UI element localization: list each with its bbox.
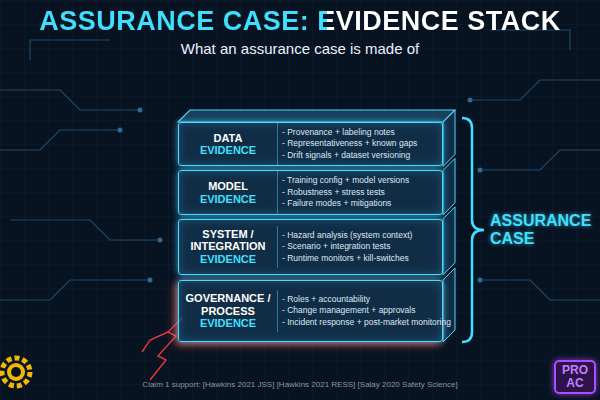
bullet-item: - Representativeness + known gaps — [282, 138, 436, 149]
evidence-layer: SYSTEM / INTEGRATIONEVIDENCE- Hazard ana… — [178, 219, 443, 275]
slab-side — [443, 158, 455, 214]
badge-text: PRO — [562, 364, 588, 377]
bullet-item: - Drift signals + dataset versioning — [282, 150, 436, 161]
layer-bullets: - Hazard analysis (system context)- Scen… — [277, 226, 442, 268]
bullet-item: - Incident response + post-market monito… — [282, 317, 451, 328]
layer-kind: EVIDENCE — [181, 253, 275, 266]
bullet-item: - Roles + accountability — [282, 294, 451, 305]
bullet-item: - Provenance + labeling notes — [282, 127, 436, 138]
layer-heading: DATAEVIDENCE — [179, 129, 277, 160]
assurance-case-label: ASSURANCE CASE — [490, 212, 600, 249]
layer-kind: EVIDENCE — [181, 317, 275, 330]
slab-side — [443, 268, 455, 342]
citation-caption: Claim 1 support: [Hawkins 2021 JSS] [Haw… — [0, 380, 600, 389]
layer-heading: SYSTEM / INTEGRATIONEVIDENCE — [179, 225, 277, 269]
brace-bracket — [462, 118, 484, 342]
bullet-item: - Scenario + integration tests — [282, 241, 436, 252]
diagram-title: ASSURANCE CASE: EVIDENCE STACK — [0, 6, 600, 37]
bullet-item: - Robustness + stress tests — [282, 187, 436, 198]
subtitle: What an assurance case is made of — [0, 40, 600, 57]
bullet-item: - Runtime monitors + kill-switches — [282, 253, 436, 264]
layer-bullets: - Provenance + labeling notes- Represent… — [277, 123, 442, 165]
evidence-layer: MODELEVIDENCE- Training config + model v… — [178, 170, 443, 214]
layer-heading: MODELEVIDENCE — [179, 177, 277, 208]
layer-kind: EVIDENCE — [181, 144, 275, 157]
bullet-item: - Training config + model versions — [282, 175, 436, 186]
layer-heading: GOVERNANCE / PROCESSEVIDENCE — [179, 289, 277, 333]
bullet-item: - Change management + approvals — [282, 305, 451, 316]
bullet-item: - Hazard analysis (system context) — [282, 230, 436, 241]
slab-top — [178, 110, 455, 122]
layer-name: MODEL — [181, 180, 275, 193]
corner-badge: PROAC — [554, 360, 596, 394]
layer-bullets: - Training config + model versions- Robu… — [277, 171, 442, 213]
layer-name: SYSTEM / INTEGRATION — [181, 228, 275, 253]
bullet-item: - Failure modes + mitigations — [282, 198, 436, 209]
layer-name: GOVERNANCE / PROCESS — [181, 292, 275, 317]
badge-text: AC — [562, 377, 588, 390]
evidence-layer: GOVERNANCE / PROCESSEVIDENCE- Roles + ac… — [178, 280, 443, 342]
slab-side — [443, 207, 455, 275]
layer-name: DATA — [181, 132, 275, 145]
layer-kind: EVIDENCE — [181, 193, 275, 206]
layer-bullets: - Roles + accountability- Change managem… — [277, 290, 457, 332]
evidence-layer: DATAEVIDENCE- Provenance + labeling note… — [178, 122, 443, 166]
